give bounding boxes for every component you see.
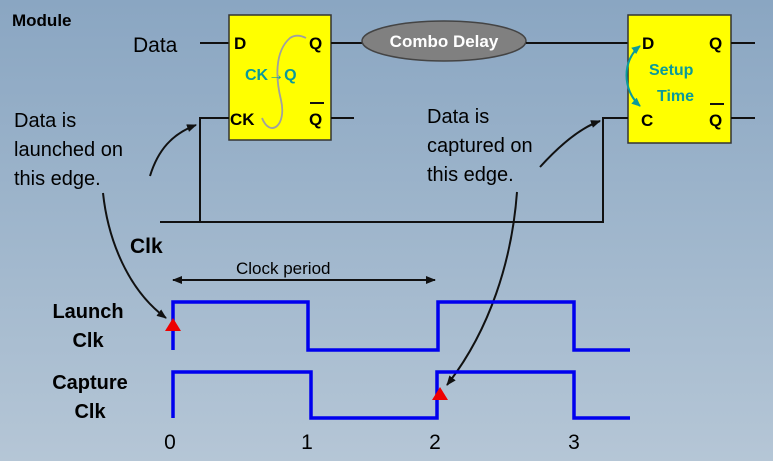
capture-clk-waveform	[171, 370, 630, 420]
launch-clk-label-line2: Clk	[72, 330, 104, 352]
time-tick-3: 3	[568, 431, 580, 454]
launch-flip-flop: D Q CK Q CK→Q	[228, 14, 332, 141]
launch-note-line2: launched on	[14, 139, 123, 161]
time-tick-2: 2	[429, 431, 441, 454]
data-input-label: Data	[133, 34, 178, 57]
launch-ff-pin-ck: CK	[230, 110, 255, 129]
launch-clock-wire	[199, 117, 229, 222]
capture-edge-marker-icon	[432, 387, 448, 400]
capture-note-line2: captured on	[427, 135, 533, 157]
setup-time-arrow-icon	[625, 45, 641, 107]
launch-edge-arrow-icon	[102, 192, 167, 319]
clk-label: Clk	[130, 235, 163, 258]
clock-period-label: Clock period	[236, 259, 331, 278]
module-label: Module	[12, 11, 72, 30]
capture-note-arrow-icon	[539, 120, 601, 168]
combo-delay-ellipse	[361, 20, 527, 62]
capture-ff-body	[627, 14, 732, 144]
launch-note-line1: Data is	[14, 110, 76, 132]
capture-note: Data is captured on this edge.	[427, 106, 533, 186]
launch-edge-marker-icon	[165, 318, 181, 331]
capture-note-line3: this edge.	[427, 164, 514, 186]
launch-ff-body	[228, 14, 332, 141]
capture-ff-pin-d: D	[642, 34, 654, 53]
launch-note-line3: this edge.	[14, 168, 101, 190]
launch-note-arrow-icon	[149, 124, 197, 177]
setup-time-line1: Setup	[649, 62, 694, 79]
capture-clk-label-line2: Clk	[74, 401, 106, 423]
clock-network	[160, 117, 628, 223]
launch-ff-internal-path-icon	[261, 34, 307, 129]
capture-note-line1: Data is	[427, 106, 489, 128]
launch-clk-label-line1: Launch	[52, 301, 123, 323]
capture-ff-pin-c: C	[641, 111, 653, 130]
capture-edge-arrow-icon	[446, 191, 518, 386]
capture-ff-pin-q: Q	[709, 34, 722, 53]
combo-delay: Combo Delay	[361, 20, 527, 62]
launch-ff-pin-q: Q	[309, 34, 322, 53]
capture-ff-pin-qbar: Q	[709, 111, 722, 130]
launch-clk-waveform	[171, 300, 630, 352]
launch-ff-pin-qbar: Q	[309, 110, 322, 129]
launch-ff-pin-d: D	[234, 34, 246, 53]
capture-clk-label-line1: Capture	[52, 372, 128, 394]
setup-time-line2: Time	[657, 88, 694, 105]
capture-flip-flop: D Q C Q Setup Time	[625, 14, 732, 144]
ck-to-q-annotation: CK→Q	[245, 67, 297, 84]
clock-trunk-wire	[160, 117, 628, 223]
time-tick-0: 0	[164, 431, 176, 454]
combo-delay-label: Combo Delay	[390, 32, 499, 51]
time-tick-1: 1	[301, 431, 313, 454]
launch-note: Data is launched on this edge.	[14, 110, 123, 190]
